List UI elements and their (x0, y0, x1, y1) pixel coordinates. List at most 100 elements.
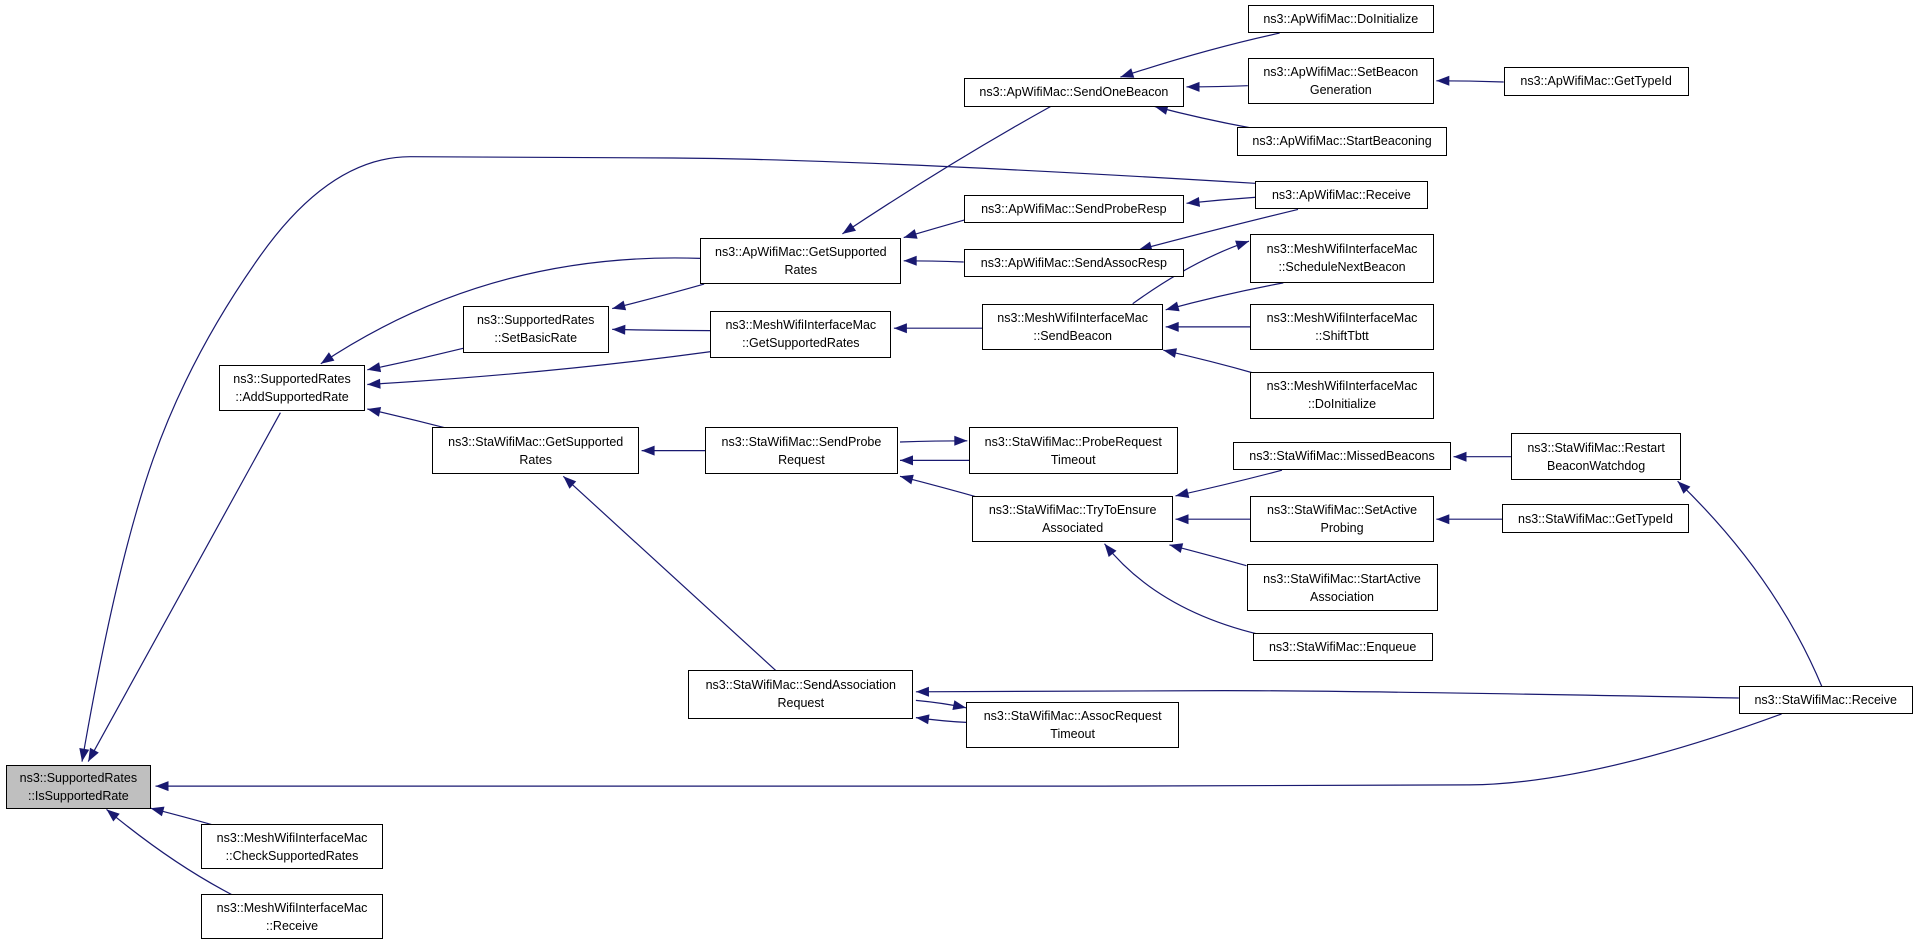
edge-apgsr-to-addsr (320, 257, 701, 365)
arrowhead (367, 378, 381, 389)
arrowhead (952, 700, 967, 710)
arrowhead (1186, 197, 1200, 207)
edge-ap_gettid-to-ap_setbg (1436, 75, 1504, 86)
arrowhead (612, 300, 627, 311)
node-label-line: ns3::ApWifiMac::DoInitialize (1263, 11, 1419, 26)
node-mesh-recv[interactable]: ns3::MeshWifiInterfaceMac::Receive (200, 893, 384, 940)
node-ap-recv[interactable]: ns3::ApWifiMac::Receive (1255, 181, 1428, 210)
node-label-line: ns3::ApWifiMac::StartBeaconing (1252, 134, 1432, 149)
node-sta-gettid[interactable]: ns3::StaWifiMac::GetTypeId (1502, 504, 1689, 533)
node-label-line: ns3::ApWifiMac::Receive (1271, 188, 1411, 203)
node-label-line: Request (777, 696, 825, 711)
node-ap-sob[interactable]: ns3::ApWifiMac::SendOneBeacon (963, 78, 1185, 107)
node-label-line: ns3::SupportedRates (233, 372, 351, 387)
node-label-line: ns3::StaWifiMac::SetActive (1267, 503, 1418, 518)
arrowhead (641, 445, 655, 456)
node-addsr[interactable]: ns3::SupportedRates::AddSupportedRate (219, 364, 365, 412)
edge-sta_missed-to-sta_ttea (1175, 469, 1283, 498)
node-label-line: ns3::MeshWifiInterfaceMac (216, 830, 368, 845)
node-label-line: ns3::ApWifiMac::GetSupported (715, 244, 887, 259)
node-ap-spr[interactable]: ns3::ApWifiMac::SendProbeResp (963, 194, 1185, 223)
node-label-line: ns3::SupportedRates (19, 771, 138, 786)
node-label-line: ::CheckSupportedRates (225, 848, 359, 863)
node-sta-enq[interactable]: ns3::StaWifiMac::Enqueue (1252, 633, 1433, 662)
node-meshgsr[interactable]: ns3::MeshWifiInterfaceMac::GetSupportedR… (710, 311, 892, 358)
node-label-line: ns3::ApWifiMac::SetBeacon (1263, 64, 1419, 79)
node-label-line: ns3::MeshWifiInterfaceMac (216, 900, 368, 915)
node-sta-missed[interactable]: ns3::StaWifiMac::MissedBeacons (1233, 442, 1451, 471)
arrowhead (563, 476, 577, 489)
node-mesh-sb[interactable]: ns3::MeshWifiInterfaceMac::SendBeacon (982, 303, 1164, 351)
edge-mesh_snb-to-mesh_sb (1165, 282, 1284, 312)
edge-sta_art-to-sta_sassoc (915, 714, 967, 725)
node-ap-gettid[interactable]: ns3::ApWifiMac::GetTypeId (1503, 67, 1689, 96)
arrowhead (79, 748, 90, 762)
node-label-line: ns3::MeshWifiInterfaceMac (1266, 242, 1418, 257)
node-label-line: ns3::ApWifiMac::SendOneBeacon (979, 85, 1169, 100)
node-label-line: ns3::StaWifiMac::Enqueue (1268, 640, 1417, 655)
arrowhead (1163, 348, 1177, 358)
arrowhead (88, 747, 99, 762)
edge-meshgsr-to-addsr (367, 350, 713, 389)
edge-ap_doinit-to-ap_sob (1120, 32, 1280, 78)
node-label-line: ns3::MeshWifiInterfaceMac (997, 310, 1149, 325)
edge-ap_setbg-to-ap_sob (1186, 81, 1248, 92)
node-label-line: BeaconWatchdog (1547, 458, 1646, 473)
edge-meshgsr-to-setbasic (612, 324, 711, 335)
arrowhead (1169, 543, 1184, 553)
node-label-line: Associated (1042, 521, 1104, 536)
node-label-line: ns3::StaWifiMac::SendProbe (721, 434, 882, 449)
node-label-line: ns3::ApWifiMac::SendProbeResp (981, 201, 1167, 216)
edge-ap_spr-to-apgsr (903, 218, 968, 239)
edge-sta_prt-to-sta_sprobe (900, 455, 970, 466)
arrowhead (612, 324, 626, 335)
edge-mesh_check-to-root (150, 806, 215, 826)
node-label-line: ::ScheduleNextBeacon (1278, 260, 1406, 275)
node-label-line: ns3::StaWifiMac::AssocRequest (983, 708, 1162, 723)
node-label-line: ns3::ApWifiMac::GetTypeId (1520, 74, 1672, 89)
edge-ap_sob-to-apgsr (842, 105, 1051, 235)
node-ap-startb[interactable]: ns3::ApWifiMac::StartBeaconing (1236, 127, 1448, 156)
edge-sta_sassoc-to-sta_art (915, 699, 967, 710)
edge-sta_recv-to-sta_sassoc (915, 686, 1739, 699)
node-label-line: ::SendBeacon (1033, 328, 1112, 343)
edge-mesh_sb-to-meshgsr (893, 323, 982, 334)
arrowhead (320, 352, 335, 364)
node-mesh-shift[interactable]: ns3::MeshWifiInterfaceMac::ShiftTbtt (1250, 303, 1434, 351)
node-mesh-snb[interactable]: ns3::MeshWifiInterfaceMac::ScheduleNextB… (1250, 233, 1434, 283)
edge-mesh_shift-to-mesh_sb (1165, 321, 1251, 332)
node-setbasic[interactable]: ns3::SupportedRates::SetBasicRate (462, 306, 609, 353)
node-sta-recv[interactable]: ns3::StaWifiMac::Receive (1738, 685, 1913, 714)
arrowhead (842, 222, 856, 234)
node-ap-doinit[interactable]: ns3::ApWifiMac::DoInitialize (1247, 4, 1434, 34)
arrowhead (954, 435, 968, 446)
edge-addsr-to-root (87, 412, 281, 762)
arrowhead (915, 686, 929, 697)
edge-mesh_sb-to-mesh_snb (1132, 240, 1250, 305)
arrowhead (1175, 514, 1189, 525)
node-mesh-doinit[interactable]: ns3::MeshWifiInterfaceMac::DoInitialize (1250, 372, 1434, 419)
arrowhead (1436, 75, 1450, 86)
node-label-line: ns3::StaWifiMac::MissedBeacons (1249, 449, 1435, 464)
arrowhead (367, 362, 382, 373)
arrowhead (900, 455, 913, 466)
arrowhead (900, 474, 914, 485)
node-label-line: ns3::SupportedRates (476, 313, 595, 328)
node-mesh-check[interactable]: ns3::MeshWifiInterfaceMac::CheckSupporte… (200, 824, 384, 870)
node-ap-sar[interactable]: ns3::ApWifiMac::SendAssocResp (963, 248, 1185, 277)
node-label-line: Timeout (1050, 726, 1095, 741)
edge-sta_sprobe-to-stagsr (641, 445, 706, 456)
node-label-line: ::ShiftTbtt (1315, 328, 1369, 343)
